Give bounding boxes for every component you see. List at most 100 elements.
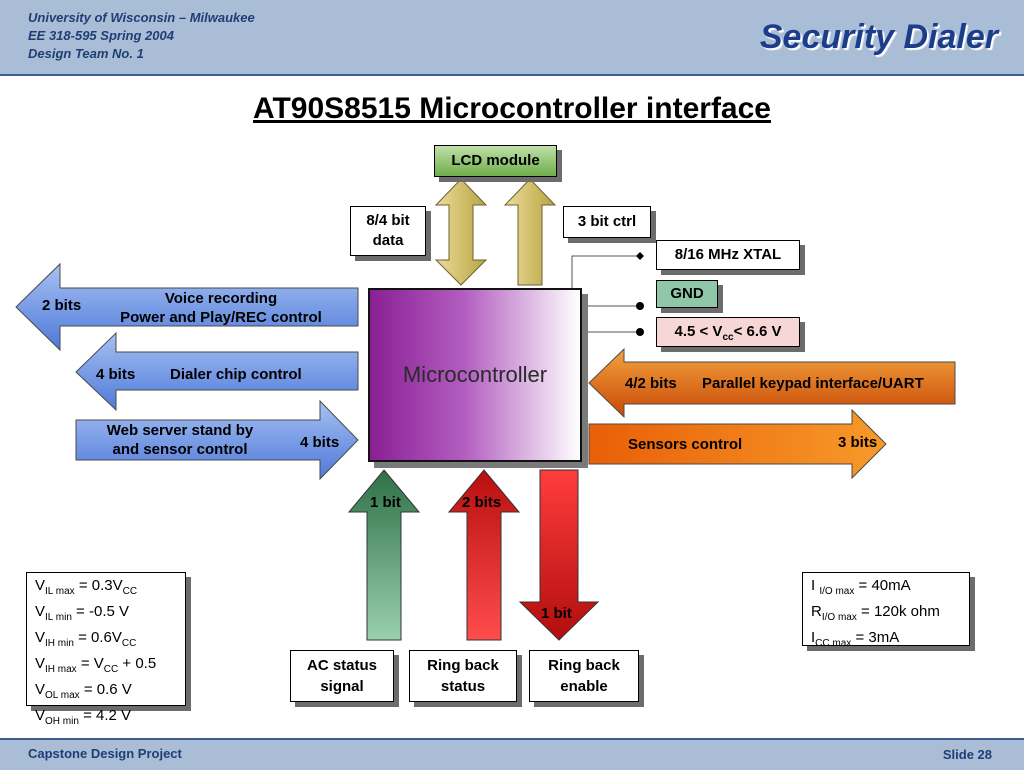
ac-bits-label: 1 bit (370, 494, 401, 511)
data-width-box: 8/4 bit data (350, 206, 426, 256)
specs_right-sub: I/O max (819, 586, 855, 597)
specs_left-sub2: CC (103, 664, 119, 675)
specs_left-rest: = 4.2 V (78, 707, 132, 724)
ring-back-status-line1: Ring back (427, 657, 499, 674)
voice-bits-label: 2 bits (42, 297, 82, 314)
xtal-label: 8/16 MHz XTAL (674, 246, 782, 263)
control-bits-label: 3 bit ctrl (577, 213, 637, 230)
ac-status-line1: AC status (306, 657, 377, 674)
footer-bar: Capstone Design Project Slide 28 (0, 738, 1024, 770)
specs_right-row: ICC max = 3mA (811, 628, 961, 654)
arrow-ring-back-enable (518, 469, 600, 641)
specs_left-sub: OH min (45, 716, 79, 727)
gnd-box: GND (656, 280, 718, 308)
vcc-prefix: 4.5 < V (674, 323, 723, 340)
ring-back-status-box: Ring back status (409, 650, 517, 702)
web-server-bits-label: 4 bits (300, 434, 340, 451)
xtal-connector-icon (636, 252, 644, 260)
arrow-voice-recording (15, 262, 359, 352)
specs_left-row: VIL min = -0.5 V (35, 602, 177, 628)
specs_right-v: I (811, 577, 820, 594)
specs_left-rest: = 0.6 V (79, 681, 132, 698)
vcc-subscript: cc (722, 332, 734, 343)
specs_right-v: R (811, 603, 822, 620)
specs_left-rest: = -0.5 V (71, 603, 130, 620)
header-team: Design Team No. 1 (28, 46, 144, 61)
specs_left-rest: = 0.3V (74, 577, 123, 594)
specs_left-v: V (35, 707, 46, 724)
arrow-dialer-chip (75, 331, 359, 412)
header-info: University of Wisconsin – Milwaukee EE 3… (28, 9, 255, 63)
ac-status-box: AC status signal (290, 650, 394, 702)
header-course: EE 318-595 Spring 2004 (28, 28, 174, 43)
web-server-line1: Web server stand by (106, 422, 254, 439)
ring-back-enable-line1: Ring back (548, 657, 620, 674)
specs_left-sub: IL max (45, 586, 75, 597)
ring-back-enable-box: Ring back enable (529, 650, 639, 702)
arrow-keypad (588, 347, 956, 419)
specs_left-rest2: + 0.5 (118, 655, 157, 672)
ac-status-line2: signal (320, 678, 364, 695)
keypad-interface-label: Parallel keypad interface/UART (702, 375, 924, 392)
specs_left-v: V (35, 681, 46, 698)
specs_left-sub2: CC (121, 638, 137, 649)
arrow-data-bus (434, 178, 488, 286)
specs_right-row: RI/O max = 120k ohm (811, 602, 961, 628)
data-width-line1: 8/4 bit (366, 212, 410, 229)
arrow-control (503, 178, 557, 286)
control-bits-box: 3 bit ctrl (563, 206, 651, 238)
specs_right-sub: CC max (815, 638, 852, 649)
web-server-label: Web server stand by and sensor control (86, 421, 274, 459)
xtal-box: 8/16 MHz XTAL (656, 240, 800, 270)
ring-back-enable-line2: enable (560, 678, 608, 695)
status-bits-label: 2 bits (462, 494, 502, 511)
arrow-ring-back-status (447, 469, 521, 641)
dialer-chip-label: Dialer chip control (170, 366, 302, 383)
dialer-bits-label: 4 bits (96, 366, 136, 383)
specs_right-rest: = 120k ohm (856, 603, 940, 620)
specs_left-row: VIL max = 0.3VCC (35, 576, 177, 602)
data-width-line2: data (372, 232, 404, 249)
web-server-line2: and sensor control (112, 441, 248, 458)
xtal-line (571, 255, 640, 290)
specs_left-v: V (35, 655, 46, 672)
specs_left-row: VIH max = VCC + 0.5 (35, 654, 177, 680)
vcc-connector-icon (636, 328, 644, 336)
enable-bits-label: 1 bit (541, 605, 572, 622)
arrow-ac-status (347, 469, 421, 641)
specs_right-rest: = 40mA (854, 577, 911, 594)
specs_right-sub: I/O max (821, 612, 857, 623)
specs_left-sub: IL min (45, 612, 72, 623)
vcc-suffix: < 6.6 V (733, 323, 782, 340)
specs_left-row: VOH min = 4.2 V (35, 706, 177, 732)
specs_left-rest: = V (76, 655, 104, 672)
voice-recording-label: Voice recording Power and Play/REC contr… (104, 289, 338, 327)
lcd-module-box: LCD module (434, 145, 557, 177)
keypad-bits-label: 4/2 bits (625, 375, 677, 392)
specs_right-v: I (811, 629, 816, 646)
specs_right-row: I I/O max = 40mA (811, 576, 961, 602)
header-title: Security Dialer (759, 18, 998, 56)
sensors-bits-label: 3 bits (838, 434, 878, 451)
voice-recording-line1: Voice recording (164, 290, 278, 307)
footer-project: Capstone Design Project (28, 746, 182, 761)
specs_left-sub: IH max (45, 664, 77, 675)
specs_left-rest: = 0.6V (73, 629, 122, 646)
specs_left-v: V (35, 577, 46, 594)
specs_left-row: VOL max = 0.6 V (35, 680, 177, 706)
gnd-connector-icon (636, 302, 644, 310)
header-bar: University of Wisconsin – Milwaukee EE 3… (0, 0, 1024, 76)
header-university: University of Wisconsin – Milwaukee (28, 10, 255, 25)
slide-title: AT90S8515 Microcontroller interface (253, 92, 771, 125)
footer-slide-number: Slide 28 (942, 747, 992, 762)
sensors-control-label: Sensors control (628, 436, 743, 453)
lcd-module-label: LCD module (451, 152, 540, 169)
microcontroller-block: Microcontroller (368, 288, 582, 462)
arrow-web-server (75, 399, 359, 481)
specs_left-row: VIH min = 0.6VCC (35, 628, 177, 654)
ring-back-status-line2: status (440, 678, 486, 695)
specs_right-rest: = 3mA (851, 629, 900, 646)
specs_left-sub2: CC (122, 586, 138, 597)
